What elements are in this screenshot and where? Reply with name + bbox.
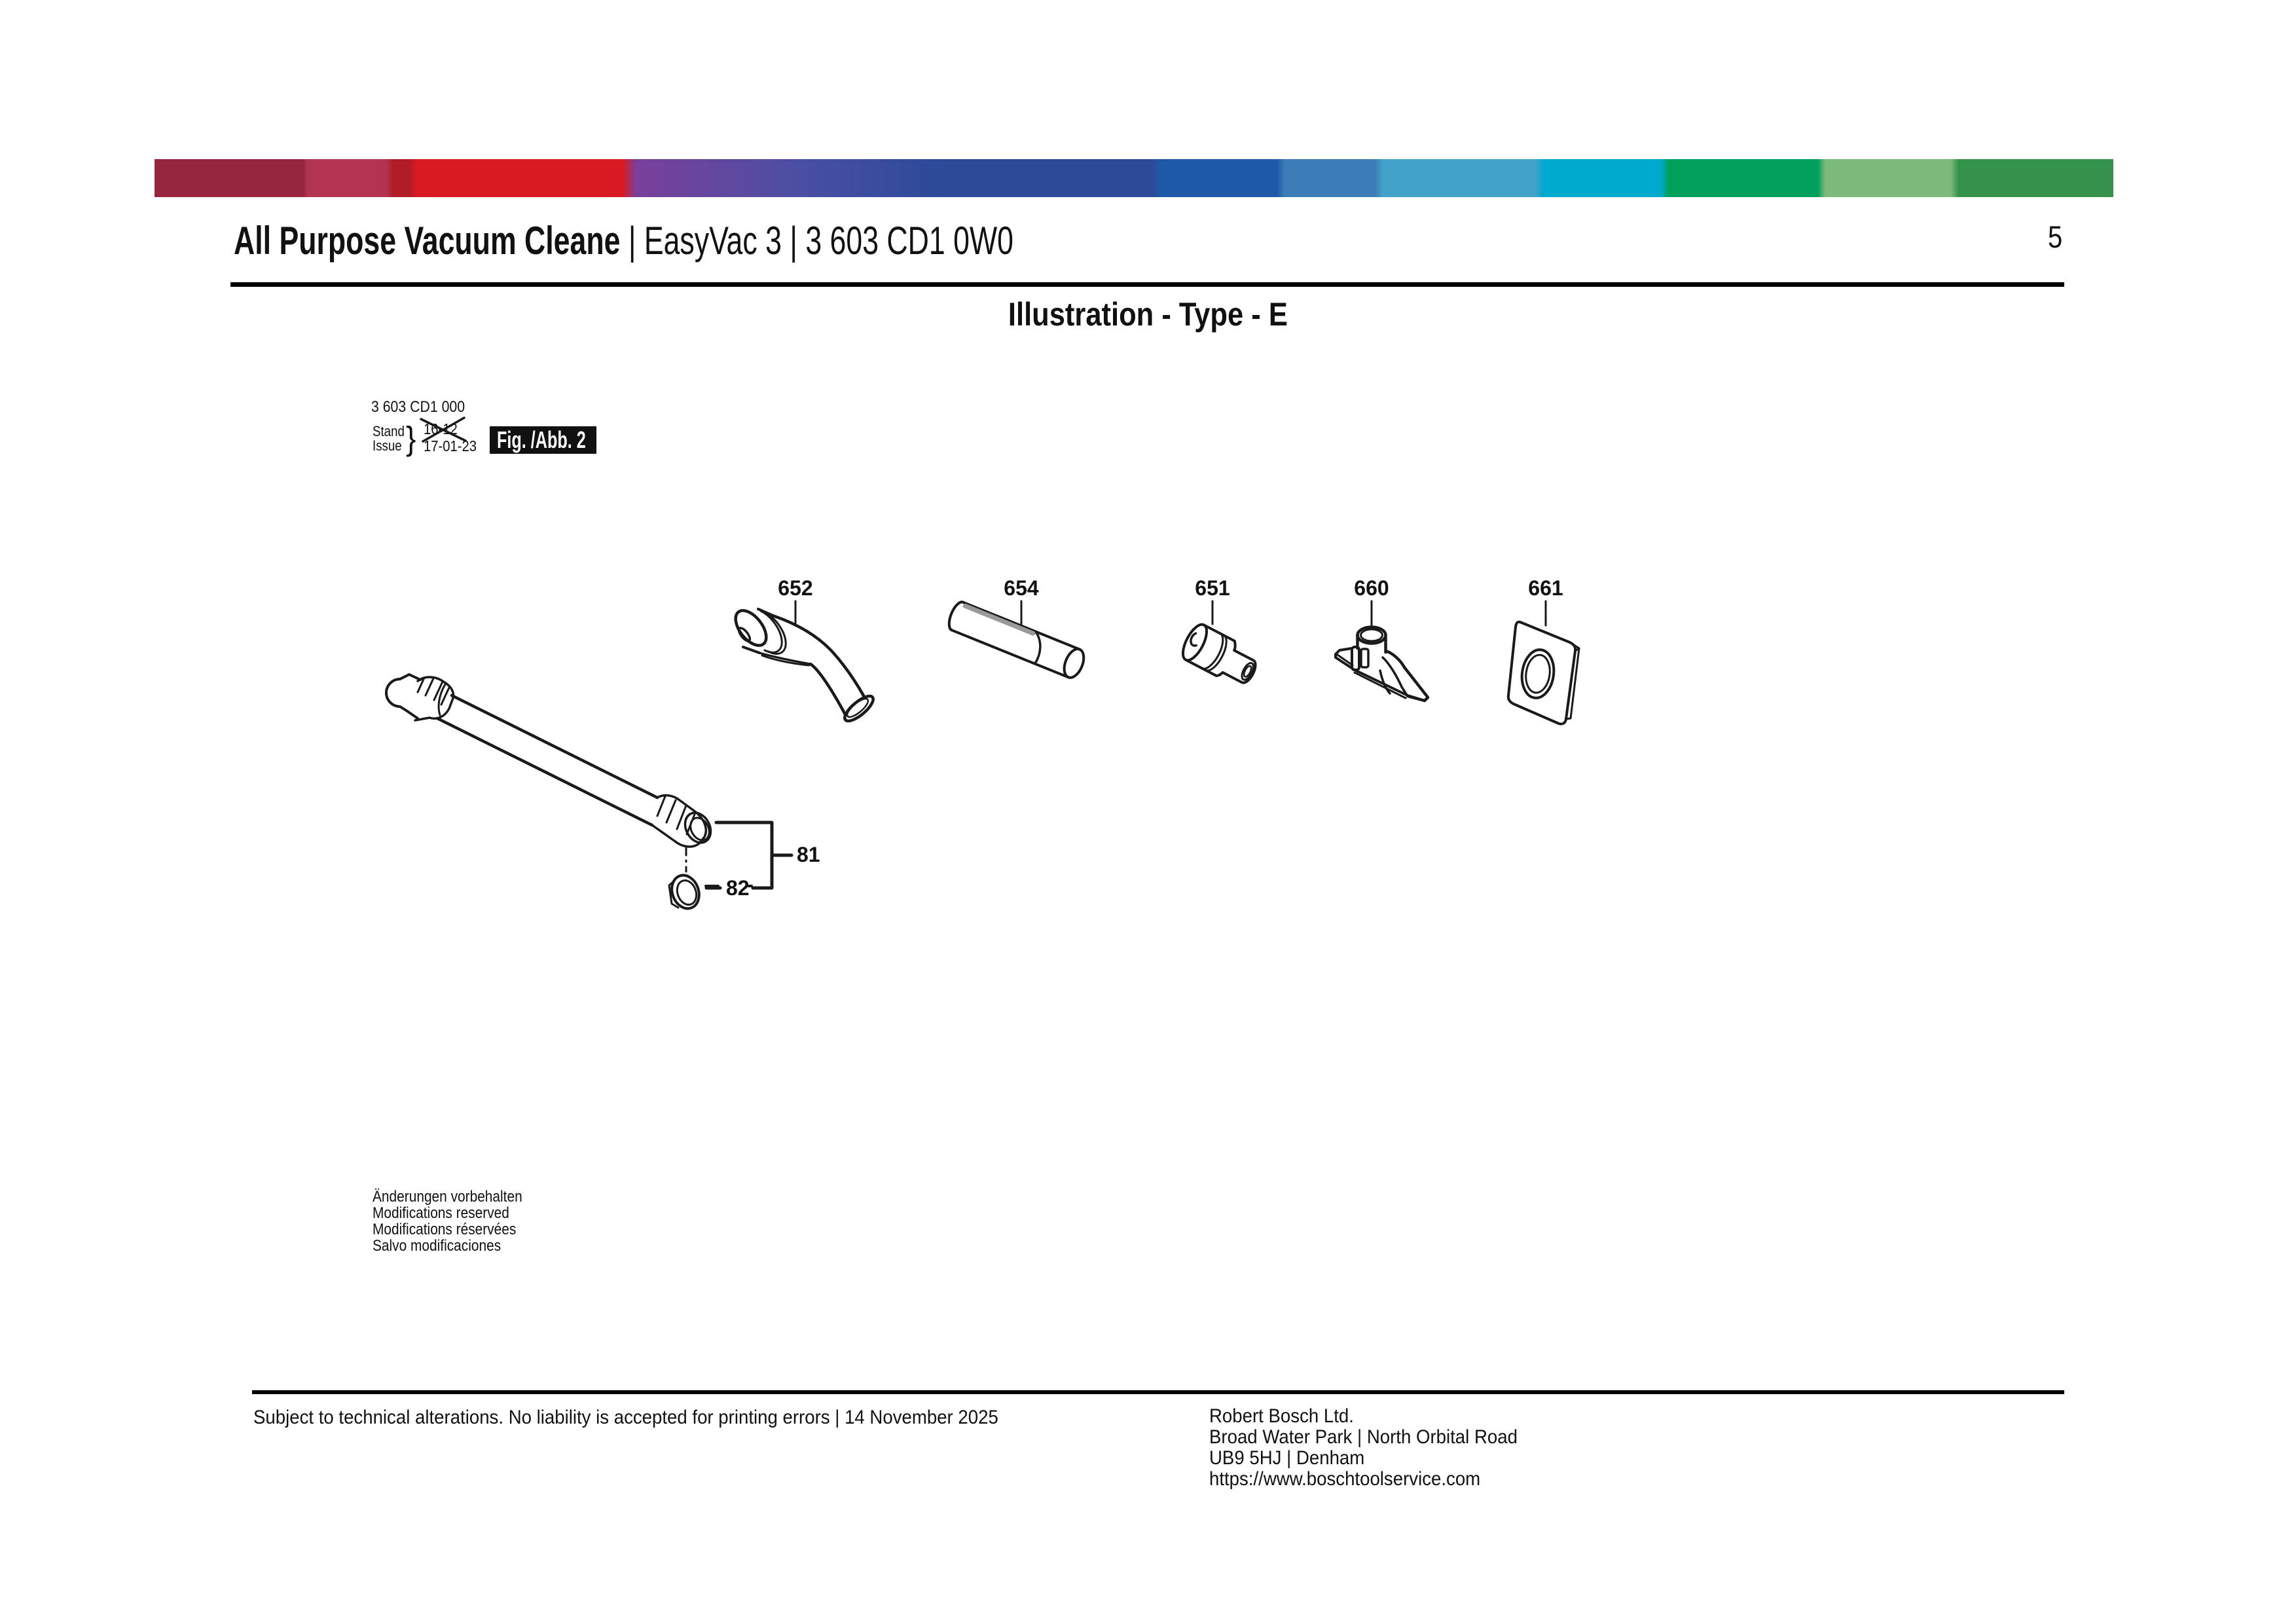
svg-text:652: 652	[778, 576, 812, 600]
svg-text:651: 651	[1195, 576, 1230, 600]
svg-text:82: 82	[726, 876, 750, 900]
svg-text:661: 661	[1528, 576, 1563, 600]
svg-text:660: 660	[1354, 576, 1389, 600]
svg-text:81: 81	[797, 843, 820, 866]
svg-text:654: 654	[1004, 576, 1039, 600]
